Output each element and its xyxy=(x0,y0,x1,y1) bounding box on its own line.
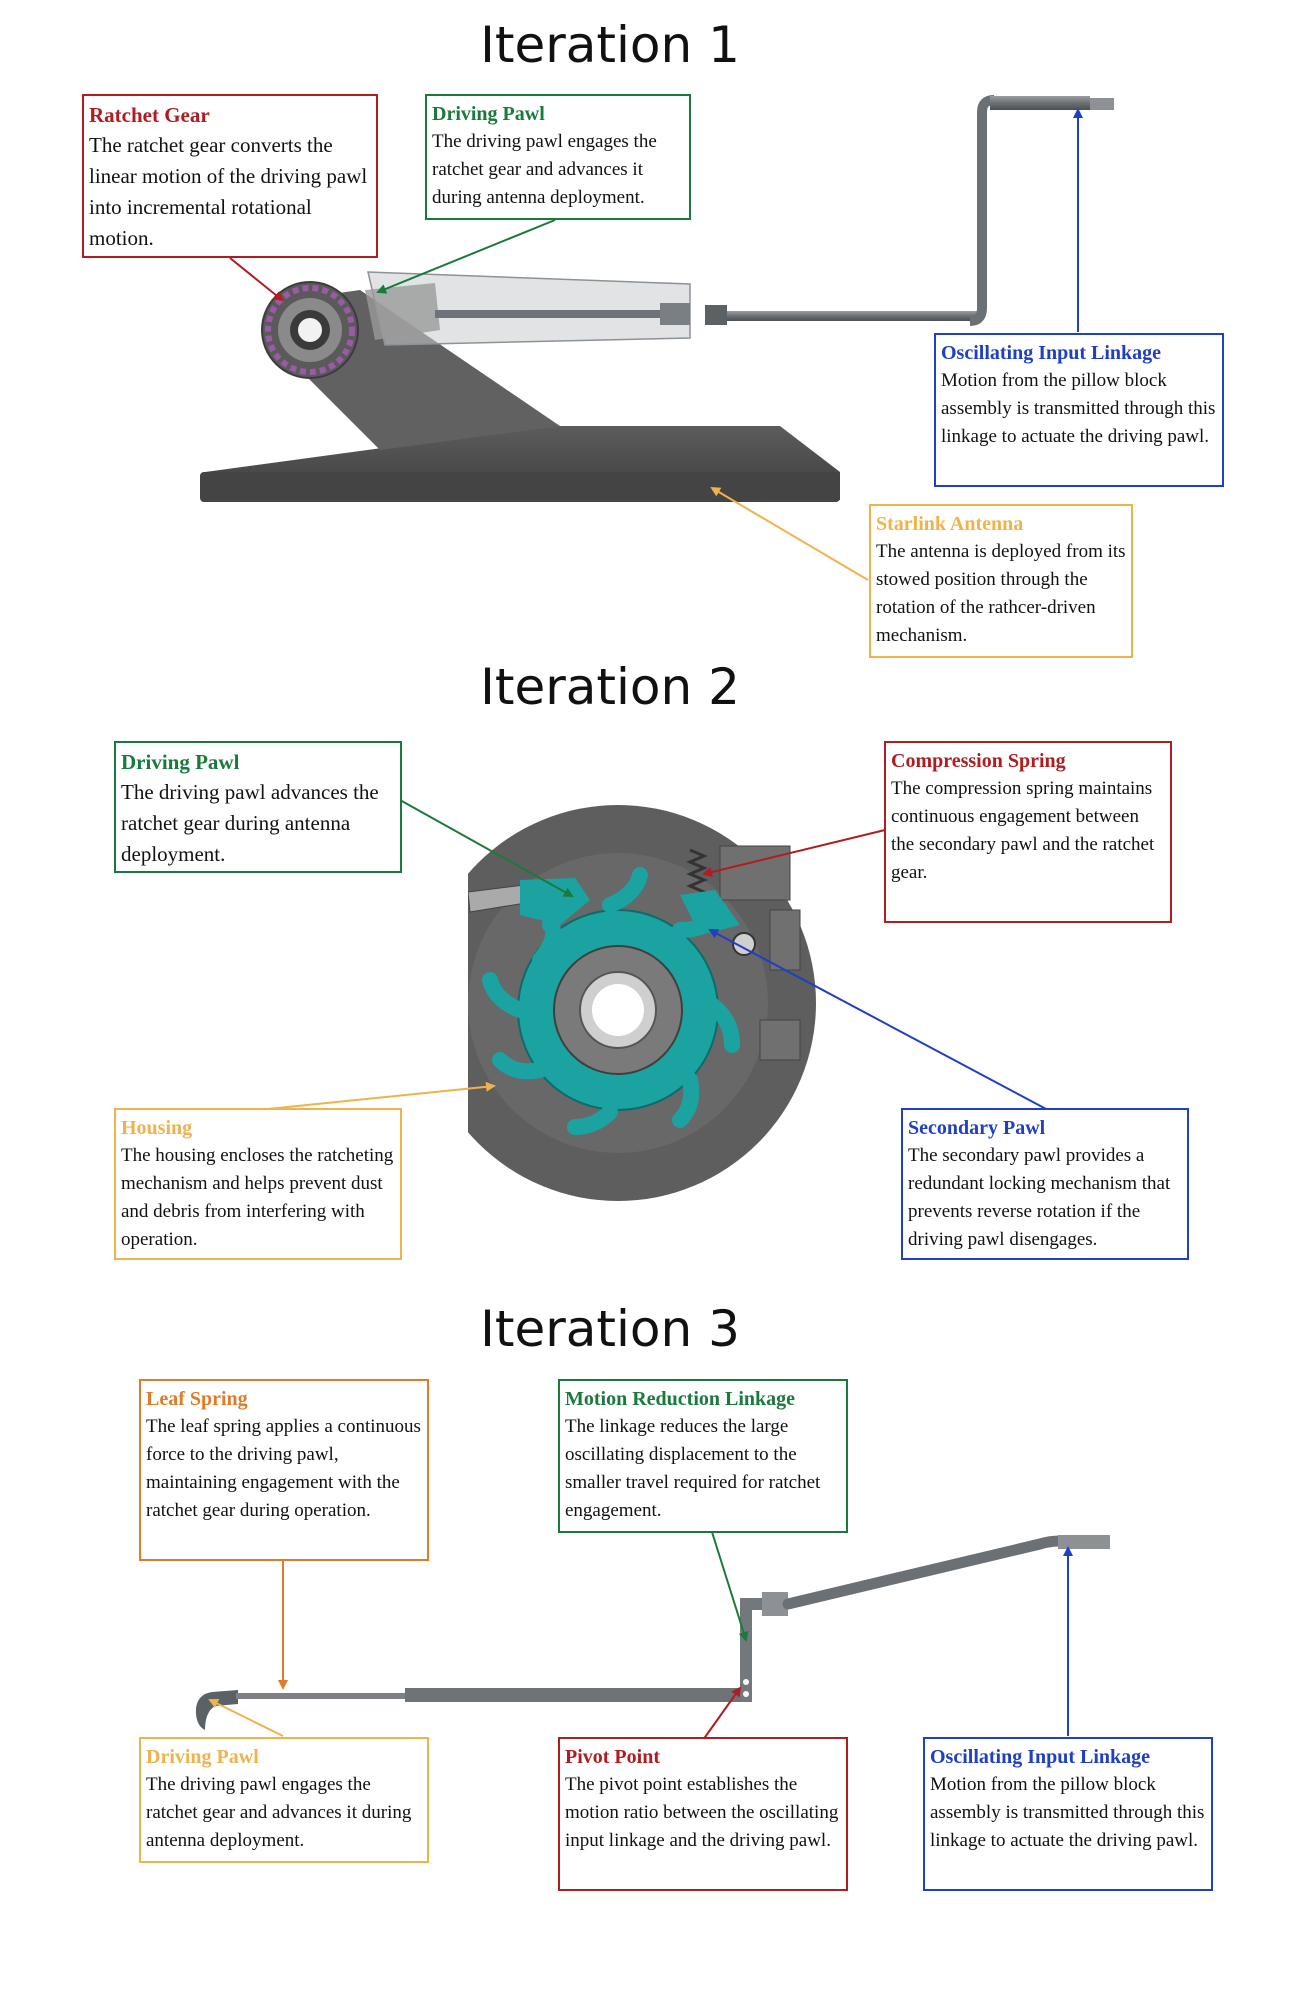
callout-body: The driving pawl engages the ratchet gea… xyxy=(146,1774,412,1851)
callout-body: The pivot point establishes the motion r… xyxy=(565,1774,839,1851)
callout-title: Leaf Spring xyxy=(146,1388,248,1410)
leader-ratchet-gear xyxy=(229,257,284,302)
callout-title: Ratchet Gear xyxy=(89,103,210,127)
oscillating-rod-top xyxy=(990,96,1090,110)
callout-body: Motion from the pillow block assembly is… xyxy=(930,1774,1205,1851)
callout-title: Pivot Point xyxy=(565,1746,660,1768)
callout-starlink-antenna: Starlink Antenna The antenna is deployed… xyxy=(869,504,1133,658)
pivot-hole-2 xyxy=(743,1691,749,1697)
leader-driving-pawl-2 xyxy=(399,799,574,897)
callout-pivot-point: Pivot Point The pivot point establishes … xyxy=(558,1737,848,1891)
callout-oscillating-input-1: Oscillating Input Linkage Motion from th… xyxy=(934,333,1224,487)
gear-bore xyxy=(298,318,322,342)
callout-title: Secondary Pawl xyxy=(908,1117,1046,1139)
leader-housing xyxy=(257,1081,496,1111)
driving-pawl-hook xyxy=(195,1690,238,1730)
oscillating-rod-3 xyxy=(782,1538,1046,1610)
callout-title: Driving Pawl xyxy=(121,750,240,774)
iteration3-heading: Iteration 3 xyxy=(480,1300,740,1358)
iteration1-assembly xyxy=(200,95,1114,502)
oscillating-rod-3-bend xyxy=(1038,1535,1061,1550)
oscillating-rod-bend xyxy=(969,95,995,326)
iteration1-heading: Iteration 1 xyxy=(480,16,740,74)
callout-title: Starlink Antenna xyxy=(876,513,1024,535)
callout-title: Driving Pawl xyxy=(146,1746,259,1768)
leader-compression-spring xyxy=(702,829,886,877)
callout-secondary-pawl: Secondary Pawl The secondary pawl provid… xyxy=(901,1108,1189,1260)
callout-body: The secondary pawl provides a redundant … xyxy=(908,1145,1171,1250)
pivot-link-vertical xyxy=(740,1600,752,1702)
iteration3-assembly xyxy=(195,1535,1110,1730)
callout-title: Housing xyxy=(121,1117,193,1139)
callout-housing: Housing The housing encloses the ratchet… xyxy=(114,1108,402,1260)
leader-pivot-point xyxy=(702,1686,742,1741)
callout-driving-pawl-2: Driving Pawl The driving pawl advances t… xyxy=(114,741,402,873)
callout-leaf-spring: Leaf Spring The leaf spring applies a co… xyxy=(139,1379,429,1561)
gear-bore-2 xyxy=(592,984,644,1036)
rod-tip xyxy=(1090,98,1114,110)
oscillating-rod-horizontal xyxy=(727,311,977,321)
callout-body: The driving pawl engages the ratchet gea… xyxy=(432,131,657,208)
callout-driving-pawl-3: Driving Pawl The driving pawl engages th… xyxy=(139,1737,429,1863)
callout-driving-pawl-1: Driving Pawl The driving pawl engages th… xyxy=(425,94,691,220)
callout-body: The antenna is deployed from its stowed … xyxy=(876,541,1126,646)
leader-secondary-pawl xyxy=(708,929,1049,1111)
callout-title: Oscillating Input Linkage xyxy=(941,342,1162,364)
housing-slot-3 xyxy=(769,909,801,971)
leader-motion-reduction xyxy=(711,1531,749,1642)
callout-title: Oscillating Input Linkage xyxy=(930,1746,1151,1768)
callout-title: Motion Reduction Linkage xyxy=(565,1388,796,1410)
callout-body: The ratchet gear converts the linear mot… xyxy=(89,133,368,250)
antenna-base-lower xyxy=(200,472,840,502)
callout-body: The housing encloses the ratcheting mech… xyxy=(121,1145,394,1250)
pivot-hole-1 xyxy=(743,1679,749,1685)
oscillating-rod-3-tip xyxy=(1058,1535,1110,1549)
housing-slot-2 xyxy=(759,1019,801,1061)
secondary-pawl xyxy=(680,890,740,935)
callout-title: Compression Spring xyxy=(891,750,1066,772)
rod-joint xyxy=(705,305,727,325)
callout-title: Driving Pawl xyxy=(432,103,545,125)
callout-oscillating-input-3: Oscillating Input Linkage Motion from th… xyxy=(923,1737,1213,1891)
pawl-rod xyxy=(435,310,685,318)
iteration2-heading: Iteration 2 xyxy=(480,658,740,716)
gear-teeth xyxy=(265,285,355,375)
callout-body: The compression spring maintains continu… xyxy=(891,778,1155,883)
callout-body: The leaf spring applies a continuous for… xyxy=(146,1416,421,1521)
callout-body: The linkage reduces the large oscillatin… xyxy=(565,1416,821,1521)
callout-compression-spring: Compression Spring The compression sprin… xyxy=(884,741,1172,923)
rod-coupler xyxy=(660,303,690,325)
iteration2-assembly xyxy=(468,805,816,1201)
compression-spring xyxy=(686,848,708,900)
leader-starlink-antenna xyxy=(710,486,869,581)
pawl-drive-rod xyxy=(405,1688,745,1702)
leader-driving-pawl-1 xyxy=(376,219,556,294)
leader-driving-pawl-3 xyxy=(208,1699,284,1737)
callout-body: The driving pawl advances the ratchet ge… xyxy=(121,780,379,866)
callout-motion-reduction: Motion Reduction Linkage The linkage red… xyxy=(558,1379,848,1533)
callout-ratchet-gear: Ratchet Gear The ratchet gear converts t… xyxy=(82,94,378,258)
callout-body: Motion from the pillow block assembly is… xyxy=(941,370,1216,447)
housing-slot xyxy=(719,845,791,901)
driving-pawl-body xyxy=(365,283,440,340)
leaf-spring xyxy=(236,1693,406,1699)
secondary-pawl-pivot xyxy=(732,932,756,956)
